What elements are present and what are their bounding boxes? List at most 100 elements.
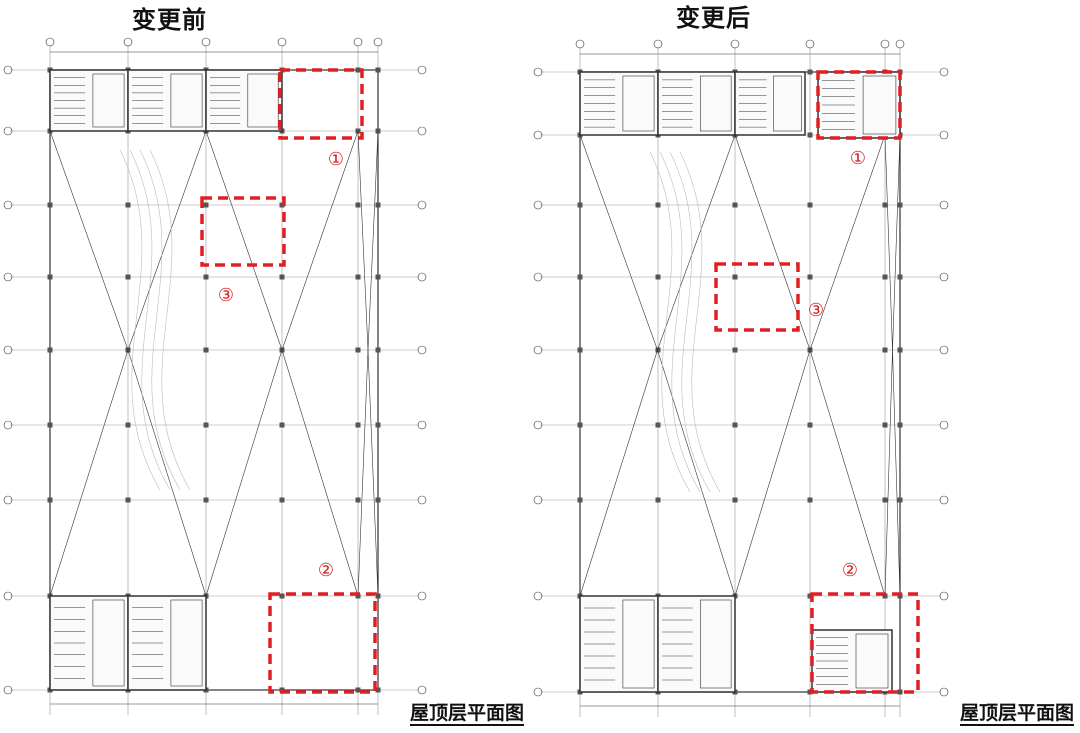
landscape-curve [119, 149, 161, 491]
column [355, 497, 361, 503]
before-caption: 屋顶层平面图 [410, 702, 525, 726]
slope-line [734, 134, 811, 597]
room-partition [622, 599, 655, 689]
column [897, 347, 903, 353]
grid-bubble [417, 65, 427, 75]
column [577, 202, 583, 208]
marker-label-2: ② [318, 560, 334, 581]
grid-bubble [939, 67, 949, 77]
column [355, 687, 361, 693]
before-title: 变更前 [132, 6, 207, 34]
grid-bubble [417, 495, 427, 505]
grid-bubble [533, 591, 543, 601]
column [375, 347, 381, 353]
room-partition [700, 75, 732, 132]
grid-bubble [533, 687, 543, 697]
column [279, 497, 285, 503]
column [577, 274, 583, 280]
column [732, 274, 738, 280]
grid-bubble [3, 420, 13, 430]
grid-bubble [417, 345, 427, 355]
room-partition [773, 75, 802, 132]
after-caption: 屋顶层平面图 [960, 702, 1075, 726]
grid-bubble [939, 272, 949, 282]
column [203, 274, 209, 280]
column [807, 132, 813, 138]
slope-line [205, 130, 283, 597]
grid-bubble [277, 37, 287, 47]
column [655, 422, 661, 428]
column [577, 497, 583, 503]
column [375, 422, 381, 428]
column [882, 422, 888, 428]
room-partition [247, 73, 279, 128]
column [355, 347, 361, 353]
column [47, 422, 53, 428]
highlight-box-3 [714, 262, 800, 332]
room-partition [92, 73, 125, 128]
landscape-curve [149, 149, 191, 491]
grid-bubble [123, 37, 133, 47]
column [125, 497, 131, 503]
column [375, 497, 381, 503]
grid-bubble [417, 126, 427, 136]
grid-bubble [353, 37, 363, 47]
landscape-curve [669, 151, 711, 493]
column [882, 202, 888, 208]
room-partition [170, 599, 203, 687]
slope-line [281, 130, 359, 597]
column [882, 497, 888, 503]
column [897, 497, 903, 503]
slope-line [357, 130, 369, 597]
column [279, 202, 285, 208]
column [47, 202, 53, 208]
column [732, 422, 738, 428]
column [203, 422, 209, 428]
marker-label-3: ③ [218, 285, 234, 306]
grid-bubble [939, 687, 949, 697]
column [732, 347, 738, 353]
plan-after: ①②③ [533, 39, 949, 717]
column [279, 422, 285, 428]
column [732, 497, 738, 503]
grid-bubble [533, 67, 543, 77]
column [125, 274, 131, 280]
slope-line [892, 134, 901, 597]
column [125, 202, 131, 208]
landscape-curve [679, 151, 721, 493]
column [355, 422, 361, 428]
grid-bubble [730, 39, 740, 49]
column [655, 497, 661, 503]
column [577, 347, 583, 353]
column [807, 689, 813, 695]
column [807, 274, 813, 280]
marker-label-3: ③ [808, 300, 824, 321]
column [279, 593, 285, 599]
grid-bubble [3, 495, 13, 505]
column [355, 202, 361, 208]
plan-before: ①②③ [3, 37, 427, 715]
room-partition [622, 75, 655, 132]
grid-bubble [939, 200, 949, 210]
slope-line [367, 130, 379, 597]
grid-bubble [533, 420, 543, 430]
grid-bubble [533, 345, 543, 355]
marker-label-1: ① [850, 148, 866, 169]
highlight-box-2 [268, 592, 377, 694]
room-partition [170, 73, 203, 128]
grid-bubble [533, 200, 543, 210]
grid-bubble [417, 591, 427, 601]
column [897, 422, 903, 428]
grid-bubble [895, 39, 905, 49]
highlight-box-3 [200, 196, 286, 267]
column [47, 497, 53, 503]
grid-bubble [533, 130, 543, 140]
column [732, 202, 738, 208]
column [355, 67, 361, 73]
slope-line [809, 134, 886, 597]
grid-bubble [3, 200, 13, 210]
landscape-curve [649, 151, 691, 493]
grid-bubble [3, 685, 13, 695]
landscape-curve [129, 149, 171, 491]
